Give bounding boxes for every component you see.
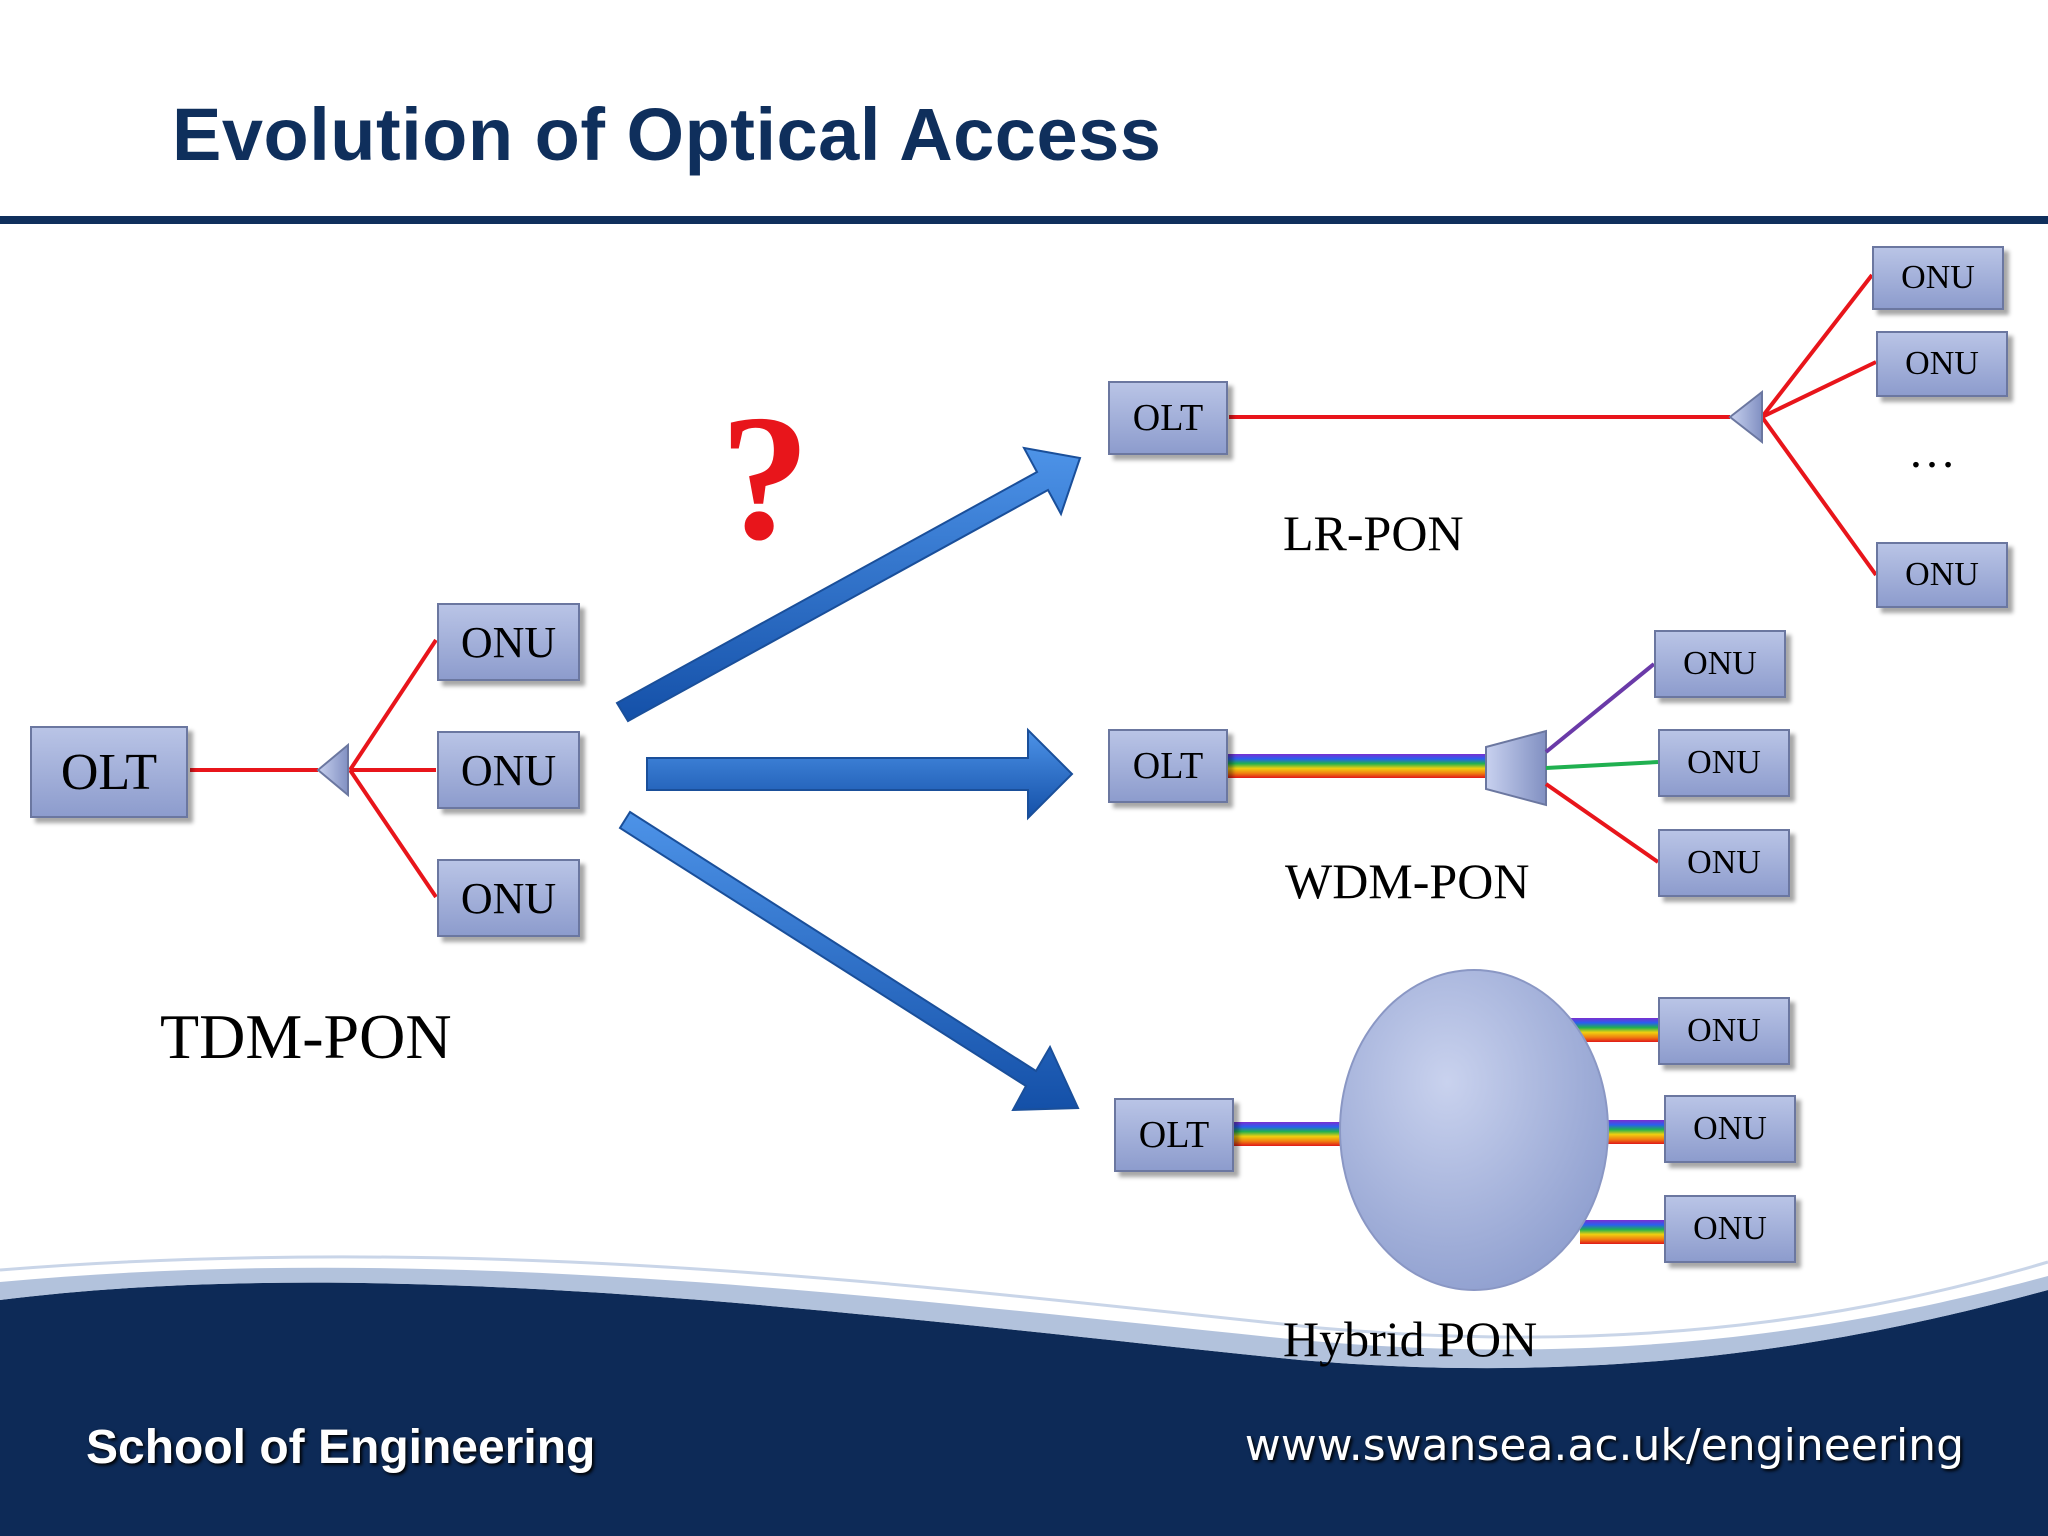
wdm-awg-icon: [1485, 729, 1547, 807]
wdm-onu-box-2: ONU: [1658, 729, 1790, 797]
hybrid-pon-label: Hybrid PON: [1283, 1311, 1538, 1367]
lr-splitter-icon: [1728, 389, 1763, 445]
hybrid-onu-box-3: ONU: [1664, 1195, 1796, 1263]
footer-url: www.swansea.ac.uk/engineering: [1244, 1420, 1964, 1471]
hybrid-drop-fiber-2: [1608, 1120, 1664, 1144]
tdm-fibers: [190, 638, 438, 899]
hybrid-trunk-fiber: [1232, 1122, 1348, 1146]
hybrid-olt-box: OLT: [1114, 1098, 1234, 1172]
lr-olt-box: OLT: [1108, 381, 1228, 455]
lr-fibers: [1229, 273, 1878, 577]
tdm-onu-box-3: ONU: [437, 859, 580, 937]
hybrid-onu-box-1: ONU: [1658, 997, 1790, 1065]
tdm-splitter-icon: [316, 742, 349, 798]
wdm-trunk-fiber: [1228, 754, 1486, 778]
tdm-onu-box-1: ONU: [437, 603, 580, 681]
footer-school-name: School of Engineering: [86, 1421, 596, 1474]
footer-wave-line: [0, 1255, 2048, 1339]
hybrid-drop-fiber-3: [1580, 1220, 1664, 1244]
wdm-olt-box: OLT: [1108, 729, 1228, 803]
lr-onu-box-2: ONU: [1876, 331, 2008, 397]
wdm-pon-label: WDM-PON: [1285, 853, 1530, 909]
wdm-onu-box-3: ONU: [1658, 829, 1790, 897]
footer-wave-light: [0, 1267, 2048, 1369]
lr-pon-label: LR-PON: [1283, 505, 1464, 561]
title-divider: [0, 216, 2048, 224]
lr-ellipsis: …: [1908, 425, 1956, 478]
tdm-onu-box-2: ONU: [437, 731, 580, 809]
arrow-to-hybrid-pon: [618, 810, 1080, 1112]
wdm-onu-box-1: ONU: [1654, 630, 1786, 698]
footer-band: [0, 1282, 2048, 1536]
question-mark: ?: [720, 378, 810, 577]
lr-onu-box-3: ONU: [1876, 542, 2008, 608]
arrow-to-wdm-pon: [646, 727, 1074, 821]
tdm-olt-box: OLT: [30, 726, 188, 818]
hybrid-onu-box-2: ONU: [1664, 1095, 1796, 1163]
arrow-to-lr-pon: [615, 446, 1082, 723]
lr-onu-box-1: ONU: [1872, 246, 2004, 310]
tdm-pon-label: TDM-PON: [160, 1001, 452, 1072]
arrows: [615, 446, 1082, 1112]
hybrid-network-cloud-icon: [1339, 969, 1609, 1291]
hybrid-drop-fiber-1: [1570, 1018, 1662, 1042]
slide-title: Evolution of Optical Access: [172, 93, 1162, 176]
